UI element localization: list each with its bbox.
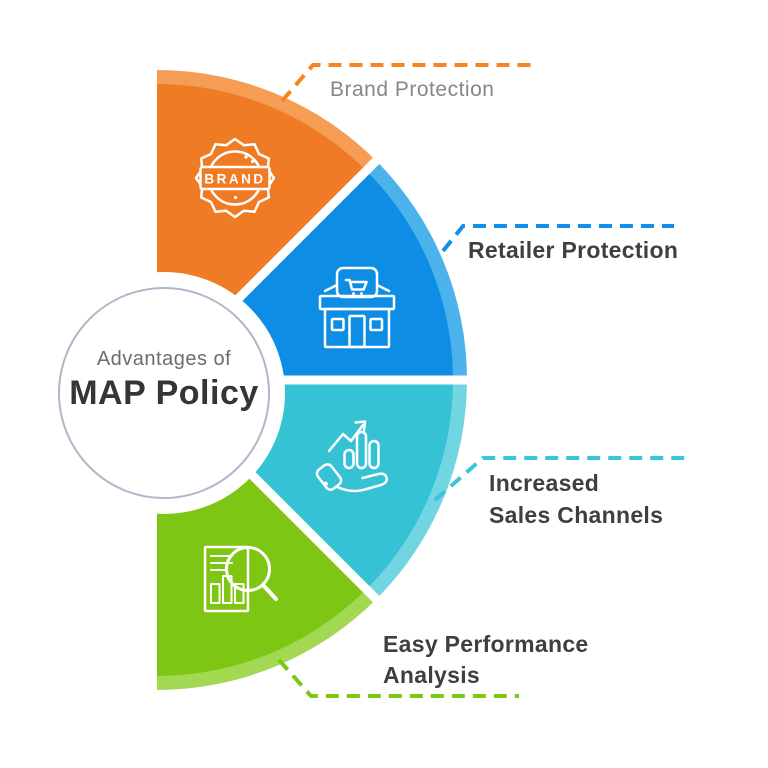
brand-badge-text: BRAND [204,172,265,187]
center-title-subline: Advantages of [96,348,232,370]
label-increased-line1: Increased [489,470,600,496]
performance-analysis-icon [203,545,278,613]
label-retailer-protection-text: Retailer Protection [468,237,679,263]
connector-brand-protection [280,63,533,103]
sales-growth-hand-icon [315,420,388,493]
connector-increased-sales [433,456,691,502]
label-increased-sales-channels: Increased Sales Channels [489,467,663,531]
brand-badge-banner [199,165,271,191]
connector-easy-analysis [277,658,519,698]
center-title-mainline: MAP Policy [69,374,259,412]
center-circle [58,287,270,499]
brand-badge-icon [194,137,276,219]
label-retailer-protection: Retailer Protection [468,234,678,266]
store-icon [318,266,396,349]
connector-retailer-protection [441,224,674,253]
label-brand-protection-text: Brand Protection [330,78,495,101]
center-title: Advantages of MAP Policy [54,348,274,413]
label-easy-performance-analysis: Easy Performance Analysis [383,629,589,691]
label-brand-protection: Brand Protection [330,74,494,106]
label-easy-line1: Easy Performance [383,631,589,657]
label-increased-line2: Sales Channels [489,502,664,528]
label-easy-line2: Analysis [383,662,481,688]
